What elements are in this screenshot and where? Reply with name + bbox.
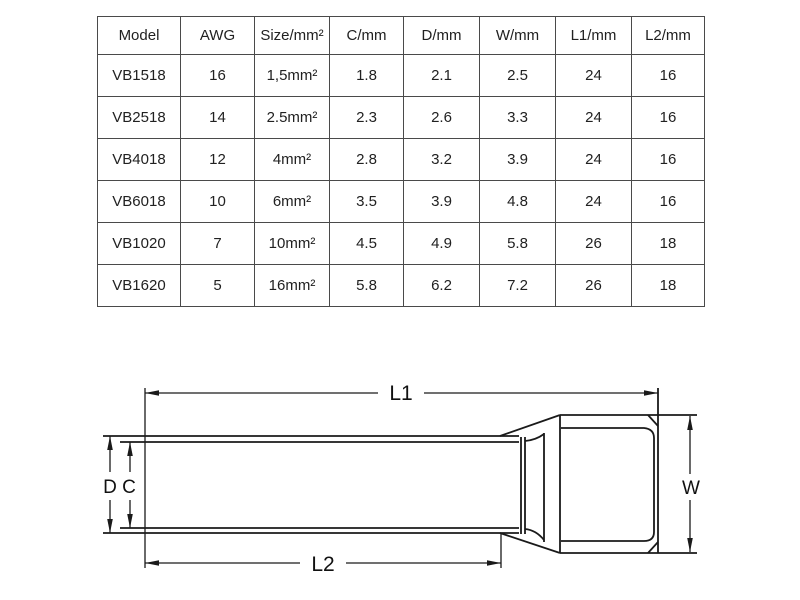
value-cell: 26 [555,222,632,265]
collar-chamfer-bottom-right [647,541,659,554]
value-cell: 4.9 [403,222,480,265]
extension-lines [144,388,502,568]
value-cell: 26 [555,264,632,307]
l1-arrow-right [644,390,658,396]
value-cell: 16 [180,54,255,97]
value-cell: 1,5mm² [254,54,330,97]
dimension-d: D [103,436,117,533]
w-dimension-label: W [682,478,700,499]
value-cell: 16 [631,180,705,223]
value-cell: 16 [631,54,705,97]
collar-rim-curve-bottom [524,528,545,541]
value-cell: 10mm² [254,222,330,265]
value-cell: 18 [631,222,705,265]
value-cell: 10 [180,180,255,223]
collar-taper-top [499,414,561,437]
collar-chamfer-top-right [647,414,659,427]
value-cell: 12 [180,138,255,181]
value-cell: 2.5 [479,54,556,97]
value-cell: 24 [555,138,632,181]
dimension-c: C [122,442,136,528]
l1-arrow-left [145,390,159,396]
c-arrow-top [127,442,133,456]
column-header: Model [97,16,181,55]
d-dimension-label: D [103,477,117,498]
value-cell: 3.2 [403,138,480,181]
c-dimension-label: C [122,477,136,498]
dimension-l1: L1 [145,382,658,405]
column-header: D/mm [403,16,480,55]
value-cell: 5.8 [329,264,404,307]
ferrule-collar [499,388,697,554]
dimension-l2: L2 [145,553,501,576]
value-cell: 2.8 [329,138,404,181]
model-cell: VB1518 [97,54,181,97]
column-header: W/mm [479,16,556,55]
value-cell: 3.3 [479,96,556,139]
column-header: L1/mm [555,16,632,55]
collar-inner-face-outline [561,427,655,542]
model-cell: VB1620 [97,264,181,307]
value-cell: 24 [555,180,632,223]
value-cell: 2.1 [403,54,480,97]
collar-rim-curve-top [524,433,545,442]
l2-arrow-right [487,560,501,566]
value-cell: 2.3 [329,96,404,139]
value-cell: 6mm² [254,180,330,223]
l1-dimension-label: L1 [389,382,412,405]
w-arrow-bottom [687,538,693,552]
l2-dimension-label: L2 [311,553,334,576]
value-cell: 1.8 [329,54,404,97]
d-arrow-bottom [107,519,113,533]
l2-arrow-left [145,560,159,566]
w-arrow-top [687,416,693,430]
d-arrow-top [107,436,113,450]
value-cell: 4mm² [254,138,330,181]
collar-taper-bottom [499,532,561,554]
value-cell: 18 [631,264,705,307]
c-arrow-bottom [127,514,133,528]
value-cell: 16mm² [254,264,330,307]
column-header: AWG [180,16,255,55]
dimension-w: W [682,416,700,552]
ferrule-barrel [103,435,519,534]
value-cell: 24 [555,96,632,139]
column-header: Size/mm² [254,16,330,55]
model-cell: VB1020 [97,222,181,265]
value-cell: 14 [180,96,255,139]
model-cell: VB2518 [97,96,181,139]
